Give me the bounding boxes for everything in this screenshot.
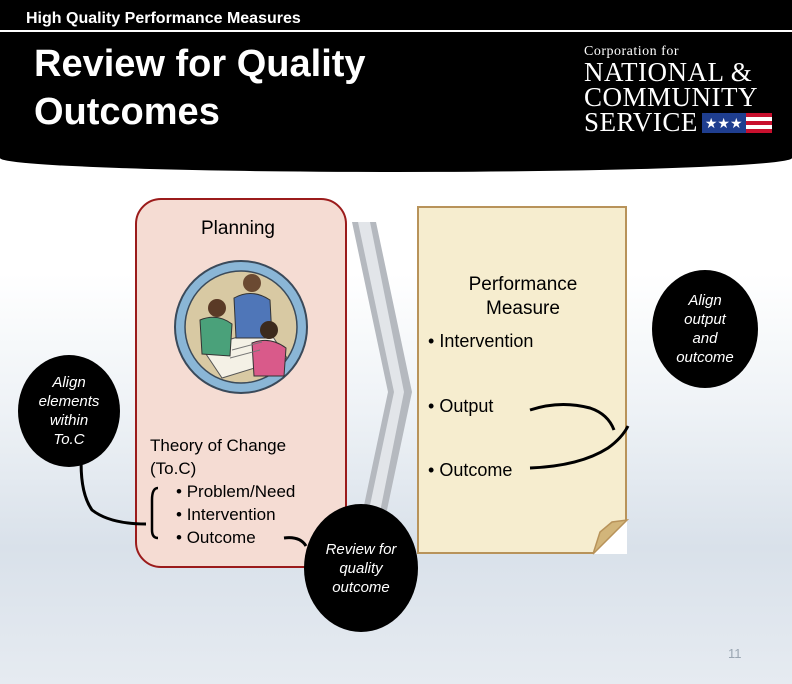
- bubble-left-line-2: elements: [38, 393, 100, 410]
- pm-title-line-1: Performance: [468, 274, 578, 295]
- logo-corp-text: Corporation for: [584, 44, 679, 59]
- flag-stripes: [745, 112, 772, 133]
- cncs-logo: Corporation for NATIONAL & COMMUNITY SER…: [584, 44, 784, 137]
- slide-title: Review for Quality Outcomes: [34, 40, 454, 136]
- pm-item-intervention: • Intervention: [428, 331, 534, 351]
- planning-label: Planning: [201, 218, 275, 239]
- pm-item-output-label: Output: [439, 396, 494, 416]
- top-banner: High Quality Performance Measures: [0, 0, 792, 32]
- bubble-left-line-1: Align: [52, 374, 86, 391]
- toc-item-problem: Problem/Need: [176, 480, 296, 503]
- toc-item-intervention: Intervention: [176, 503, 295, 526]
- pm-item-outcome: • Outcome: [428, 460, 513, 480]
- bubble-left-line-3: within: [49, 412, 89, 429]
- logo-line-1: NATIONAL &: [584, 57, 753, 87]
- align-output-outcome-bubble: Align output and outcome: [652, 270, 758, 388]
- pm-item-output: • Output: [428, 396, 494, 416]
- toc-heading: Theory of Change: [150, 436, 287, 455]
- bubble-bottom-line-2: quality: [339, 559, 383, 577]
- toc-list: Problem/Need Intervention Outcome: [150, 480, 296, 549]
- bubble-right-line-3: and: [692, 330, 718, 347]
- review-quality-bubble: Review for quality outcome: [304, 504, 418, 632]
- page-number: 11: [728, 646, 742, 661]
- bubble-bottom-line-3: outcome: [332, 578, 390, 596]
- banner-text: High Quality Performance Measures: [26, 10, 301, 27]
- pm-item-outcome-label: Outcome: [439, 460, 513, 480]
- theory-of-change: Theory of Change (To.C) Problem/Need Int…: [150, 434, 295, 549]
- flag-icon: ★★★: [701, 112, 772, 133]
- banner-rule: [0, 30, 792, 32]
- bubble-left-line-4: To.C: [53, 431, 85, 448]
- bubble-right-line-1: Align: [688, 292, 722, 309]
- flag-stars: ★★★: [701, 112, 746, 133]
- pm-title-line-2: Measure: [486, 298, 560, 319]
- logo-line-2: COMMUNITY: [584, 82, 759, 112]
- header-band: [0, 32, 792, 172]
- bubble-bottom-line-1: Review for: [325, 540, 397, 558]
- title-line-1: Review for Quality: [34, 43, 366, 85]
- pm-item-intervention-label: Intervention: [439, 331, 534, 351]
- toc-abbrev: (To.C): [150, 459, 197, 478]
- pm-title: Performance Measure: [440, 273, 606, 321]
- performance-measure-panel: [417, 206, 627, 554]
- bubble-right-line-2: output: [684, 311, 726, 328]
- align-toc-bubble: Align elements within To.C: [18, 355, 120, 467]
- logo-line-3: SERVICE: [584, 107, 698, 137]
- bubble-right-line-4: outcome: [676, 349, 734, 366]
- toc-item-outcome: Outcome: [176, 526, 295, 549]
- title-line-2: Outcomes: [34, 91, 220, 133]
- team-meeting-illustration-icon: [174, 260, 308, 394]
